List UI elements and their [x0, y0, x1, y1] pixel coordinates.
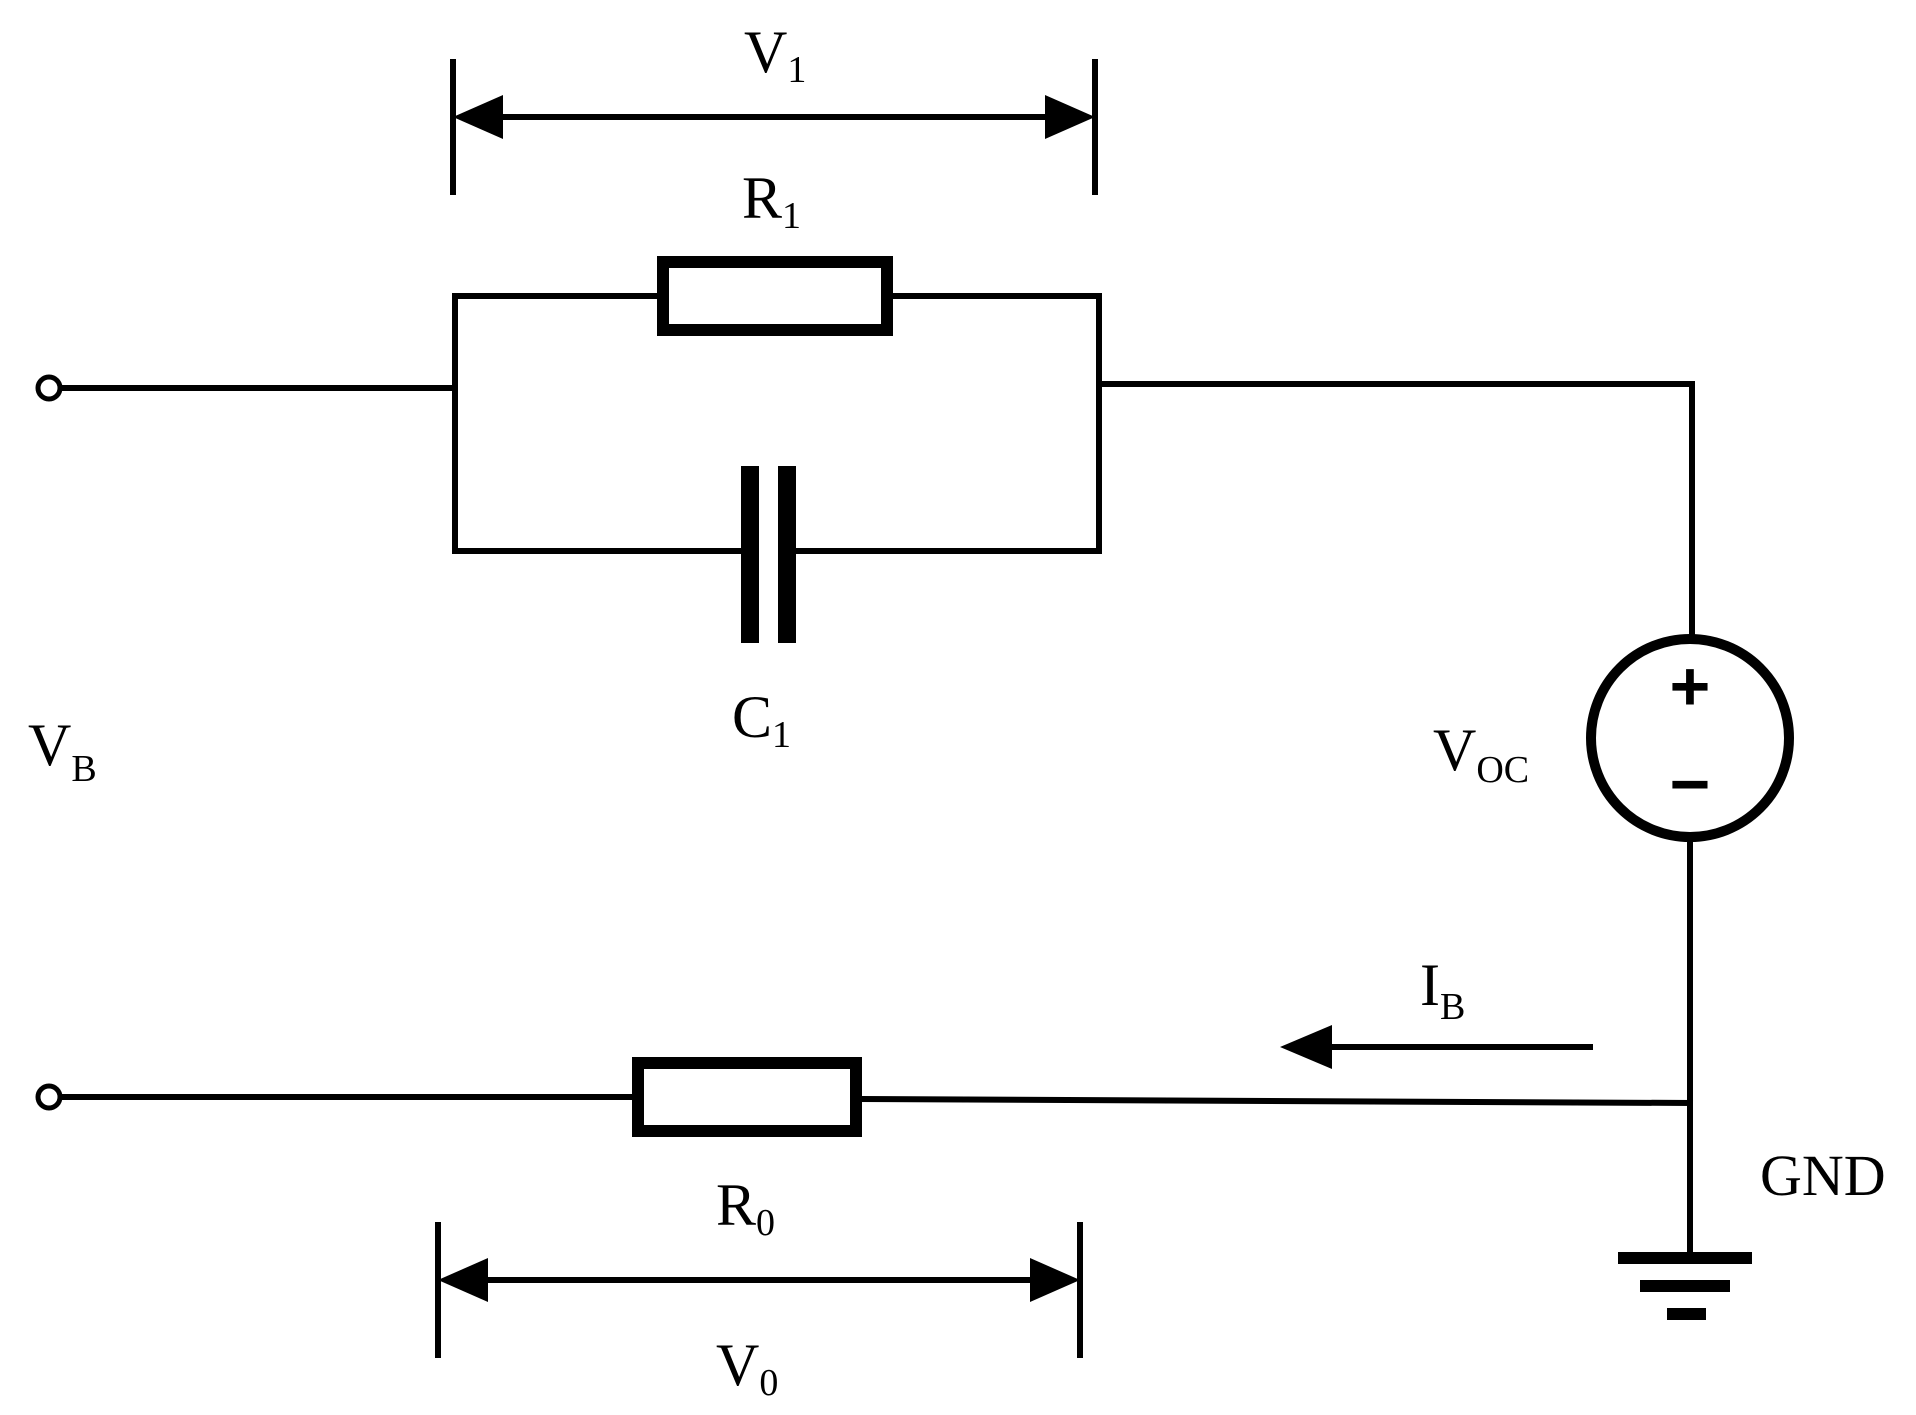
plus-sign: + [1670, 647, 1711, 725]
r1-label: R1 [742, 165, 801, 237]
resistor-r1 [657, 256, 893, 336]
v1-label: V1 [744, 19, 806, 91]
ib-current-arrow [1280, 1025, 1593, 1069]
resistor-r0 [632, 1057, 862, 1137]
top-terminal [35, 374, 458, 402]
bottom-branch [35, 1057, 1694, 1137]
v0-label: V0 [716, 1332, 778, 1404]
capacitor-c1 [741, 466, 796, 643]
minus-sign: − [1670, 745, 1711, 823]
c1-label: C1 [732, 684, 791, 756]
v0-measure-arrow [435, 1222, 1083, 1358]
v1-measure-arrow [450, 59, 1098, 195]
ib-label: IB [1420, 952, 1465, 1028]
gnd-label: GND [1760, 1143, 1886, 1208]
r0-label: R0 [716, 1172, 775, 1244]
wire-rc-to-voc [1096, 381, 1695, 640]
ground-symbol [1618, 1252, 1752, 1320]
rc-parallel-network [452, 256, 1102, 643]
vb-label: VB [28, 712, 97, 790]
voc-label: VOC [1433, 717, 1529, 791]
voltage-source-voc: + − [1586, 634, 1794, 842]
